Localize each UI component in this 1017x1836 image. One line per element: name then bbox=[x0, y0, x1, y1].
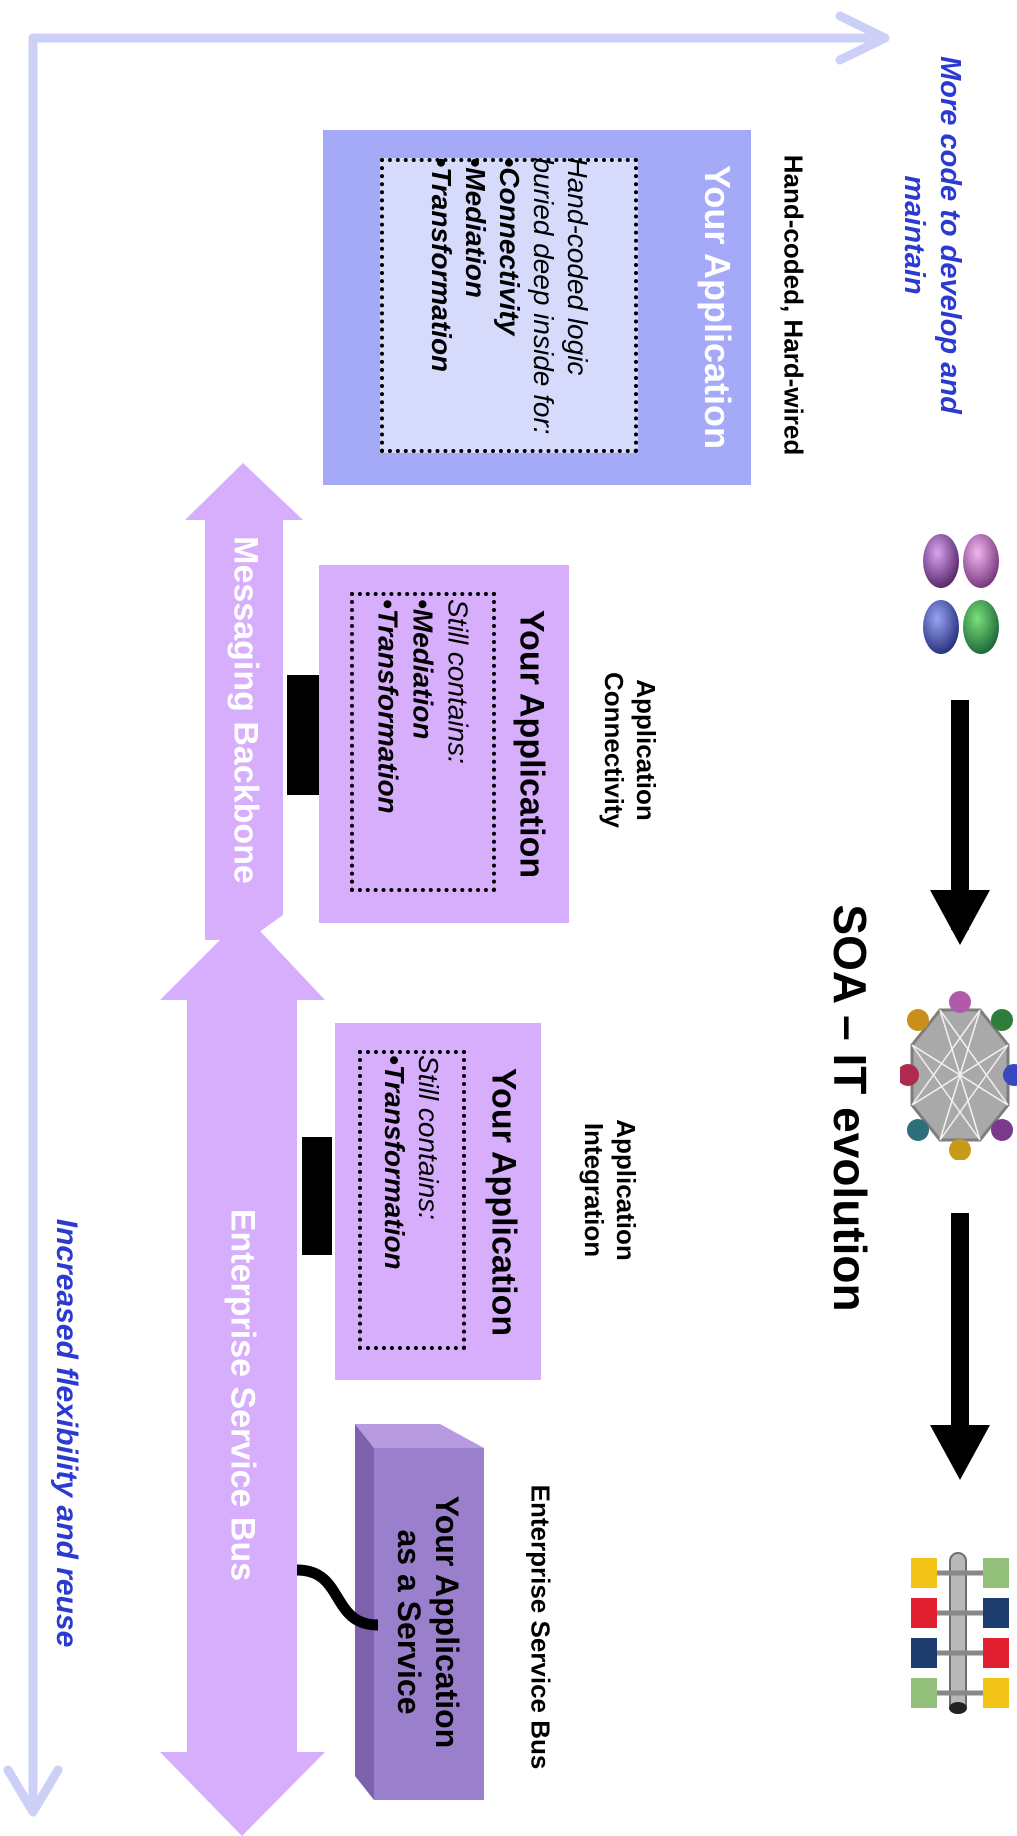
axis-down-arrowhead bbox=[3, 1765, 63, 1817]
service-block-top bbox=[355, 1424, 484, 1448]
octagon-network-icon bbox=[900, 991, 1017, 1160]
service-block-front bbox=[374, 1448, 484, 1800]
arrow-1-head bbox=[930, 890, 990, 945]
service-title-line-1: Your Application bbox=[429, 1495, 465, 1749]
integration-connector bbox=[302, 1137, 332, 1255]
stage-box-app-connectivity bbox=[319, 565, 569, 923]
bus-blocks-icon bbox=[911, 1552, 1009, 1714]
stage-box-app-connectivity-inner bbox=[350, 592, 496, 892]
service-title-line-2: as a Service bbox=[391, 1529, 427, 1715]
arrow-1-shaft bbox=[951, 700, 969, 930]
stage-box-app-integration bbox=[335, 1023, 541, 1380]
stage-box-app-integration-inner bbox=[358, 1050, 466, 1350]
arrow-2-head bbox=[930, 1425, 990, 1480]
service-block-side bbox=[355, 1424, 374, 1800]
four-ovals-icon bbox=[923, 534, 999, 654]
service-connector-line bbox=[296, 1564, 379, 1631]
messaging-connector bbox=[287, 675, 319, 795]
service-block-title: Your Application as a Service bbox=[390, 1496, 466, 1748]
arrow-2-shaft bbox=[951, 1213, 969, 1443]
stage-box-hand-coded-inner bbox=[380, 158, 638, 453]
axis-right-arrowhead bbox=[835, 11, 890, 65]
